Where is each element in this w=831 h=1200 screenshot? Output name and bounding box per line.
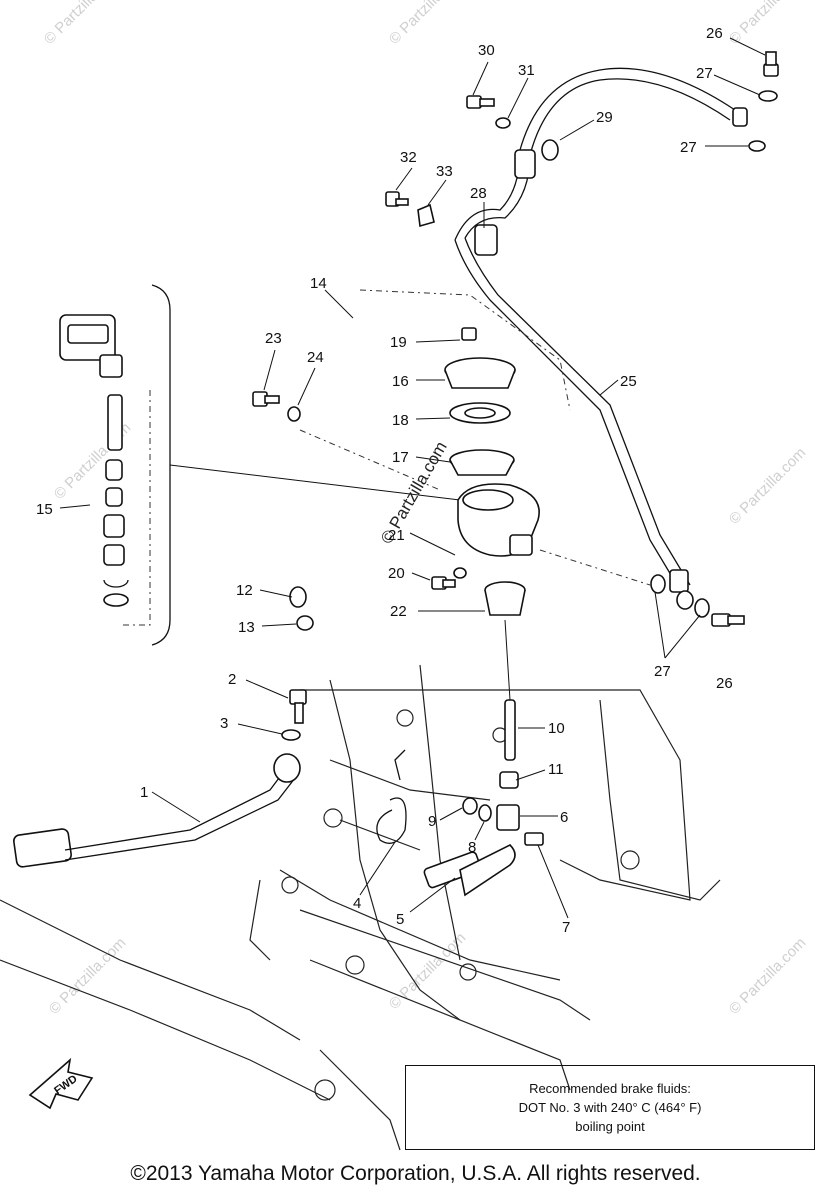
watermark: © Partzilla.com: [386, 0, 469, 48]
callout-26: 26: [716, 675, 733, 692]
callout-8: 8: [468, 839, 476, 856]
callout-25: 25: [620, 373, 637, 390]
brake-fluid-note: Recommended brake fluids: DOT No. 3 with…: [405, 1065, 815, 1150]
callout-15: 15: [36, 501, 53, 518]
callout-33: 33: [436, 163, 453, 180]
callout-3: 3: [220, 715, 228, 732]
note-line-1: Recommended brake fluids:: [529, 1081, 691, 1096]
watermark: © Partzilla.com: [726, 444, 809, 527]
watermark: © Partzilla.com: [726, 934, 809, 1017]
callout-19: 19: [390, 334, 407, 351]
frame-outline: [0, 664, 721, 1151]
master-cylinder-detail-15: [59, 284, 461, 646]
callout-29: 29: [596, 109, 613, 126]
callout-9: 9: [428, 813, 436, 830]
callout-18: 18: [392, 412, 409, 429]
callout-11: 11: [548, 761, 564, 778]
watermark: © Partzilla.com: [41, 0, 124, 48]
callout-24: 24: [307, 349, 324, 366]
callout-28: 28: [470, 185, 487, 202]
callout-5: 5: [396, 911, 404, 928]
callout-27: 27: [680, 139, 697, 156]
callout-27: 27: [696, 65, 713, 82]
callout-10: 10: [548, 720, 565, 737]
callout-17: 17: [392, 449, 409, 466]
callout-31: 31: [518, 62, 535, 79]
callout-30: 30: [478, 42, 495, 59]
brake-hose-25: [454, 67, 748, 610]
callout-13: 13: [238, 619, 255, 636]
brake-pedal-1: [13, 749, 544, 897]
callout-4: 4: [353, 895, 361, 912]
fasteners: [252, 51, 779, 741]
callout-27: 27: [654, 663, 671, 680]
callout-2: 2: [228, 671, 236, 688]
callout-16: 16: [392, 373, 409, 390]
copyright-footer: ©2013 Yamaha Motor Corporation, U.S.A. A…: [130, 1162, 701, 1185]
callout-1: 1: [140, 784, 148, 801]
callout-23: 23: [265, 330, 282, 347]
callouts: 26 27 27 30 31 29 32 33 28 14 23 24 19 1…: [36, 25, 733, 936]
callout-6: 6: [560, 809, 568, 826]
fwd-arrow-icon: FWD: [28, 1057, 94, 1110]
callout-7: 7: [562, 919, 570, 936]
callout-32: 32: [400, 149, 417, 166]
watermark: © Partzilla.com: [726, 0, 809, 48]
leader-lines: [59, 37, 766, 919]
callout-21: 21: [388, 527, 405, 544]
note-line-3: boiling point: [575, 1119, 645, 1134]
callout-22: 22: [390, 603, 407, 620]
callout-26: 26: [706, 25, 723, 42]
callout-12: 12: [236, 582, 253, 599]
note-line-2: DOT No. 3 with 240° C (464° F): [518, 1100, 702, 1115]
callout-20: 20: [388, 565, 405, 582]
master-cylinder-14: [299, 289, 651, 789]
callout-14: 14: [310, 275, 327, 292]
